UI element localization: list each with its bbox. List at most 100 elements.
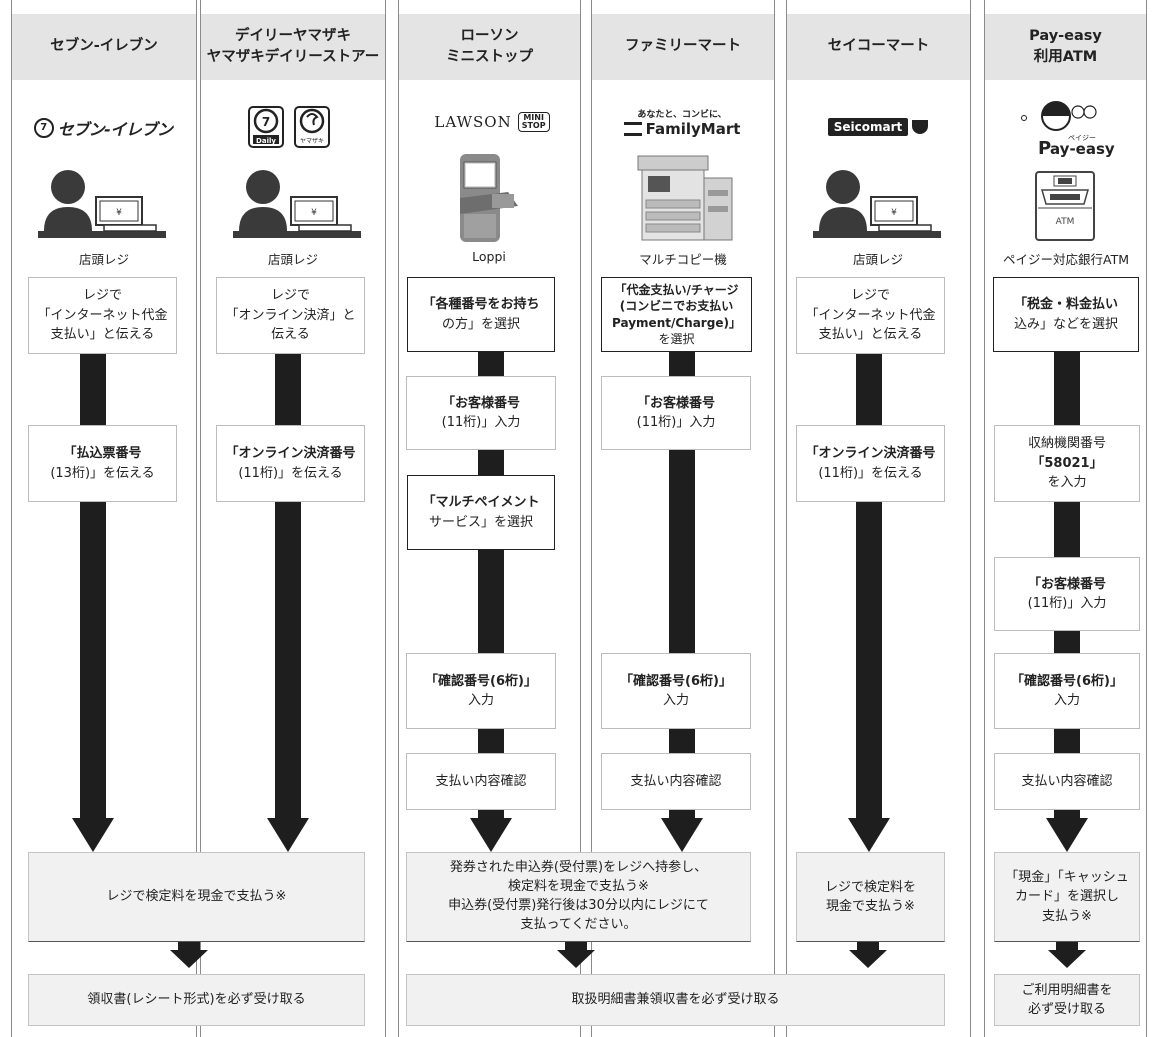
flow-arrowhead xyxy=(267,818,309,852)
column-divider xyxy=(398,0,399,1037)
icon-label-loppi: Loppi xyxy=(472,249,506,264)
step-payeasy-4: 「確認番号(6桁)」入力 xyxy=(994,653,1140,729)
step-payeasy-2: 収納機関番号「58021」を入力 xyxy=(994,425,1140,502)
pay-payeasy: 「現金」「キャッシュカード」を選択し支払う※ xyxy=(994,852,1140,942)
step-text: 支払い」と伝える xyxy=(50,327,155,343)
step-text: 「現金」「キャッシュ xyxy=(1005,869,1129,885)
seicomart-logo: Seicomart xyxy=(798,118,958,136)
icon-label-atm: ペイジー対応銀行ATM xyxy=(1002,252,1129,267)
step-text: 支払ってください。 xyxy=(520,916,637,932)
step-text: レジで xyxy=(850,288,890,304)
flow-arrowhead xyxy=(661,818,703,852)
step-text: 「お客様番号 xyxy=(636,395,715,411)
step-lawson-3: 「マルチペイメントサービス」を選択 xyxy=(407,475,555,550)
step-payeasy-1: 「税金・料金払い込み」などを選択 xyxy=(993,277,1139,352)
step-text: 「各種番号をお持ち xyxy=(422,297,540,312)
step-text: (11桁)」入力 xyxy=(1027,596,1107,611)
step-daily-1: レジで「オンライン決済」と伝える xyxy=(216,277,365,354)
icon-label-register: 店頭レジ xyxy=(78,252,129,267)
column-divider xyxy=(984,0,985,1037)
step-text: 支払い内容確認 xyxy=(630,773,722,789)
step-fm-5: 支払い内容確認 xyxy=(601,753,751,810)
step-seven-2: 「払込票番号(13桁)」を伝える xyxy=(28,425,177,502)
header-seicomart: セイコーマート xyxy=(787,14,970,80)
step-text: 「確認番号(6桁)」 xyxy=(1011,673,1123,689)
step-text: 「マルチペイメント xyxy=(422,495,540,510)
receipt-shared: 取扱明細書兼領収書を必ず受け取る xyxy=(406,974,945,1026)
header-lawson-ministop: ローソン ミニストップ xyxy=(399,14,580,80)
icon-label-register: 店頭レジ xyxy=(267,252,318,267)
daily-logo-text: Daily xyxy=(256,137,276,145)
step-text: 伝える xyxy=(271,327,310,343)
register-icon: ¥ xyxy=(38,170,166,238)
column-divider xyxy=(580,0,581,1037)
column-divider xyxy=(591,0,592,1037)
yen-sign: ¥ xyxy=(311,208,317,218)
familymart-logo-row: FamilyMart xyxy=(602,120,762,138)
step-text: 支払い」と伝える xyxy=(818,327,923,343)
step-text: カード」を選択し xyxy=(1014,889,1119,905)
header-seven-eleven: セブン-イレブン xyxy=(12,14,196,80)
flow-connector xyxy=(565,940,587,952)
step-lawson-2: 「お客様番号 (11桁)」入力 xyxy=(406,376,556,450)
lawson-ministop-logos: LAWSON MINI STOP xyxy=(412,112,572,132)
pay-seven-daily: レジで検定料を現金で支払う※ xyxy=(28,852,365,942)
ministop-logo-line1: MINI xyxy=(523,113,544,122)
step-text: 「確認番号(6桁)」 xyxy=(425,673,537,689)
header-daily-yamazaki: デイリーヤマザキ ヤマザキデイリーストアー xyxy=(201,14,385,80)
step-text: レジで検定料を xyxy=(824,879,916,895)
flow-arrowhead xyxy=(849,950,887,968)
familymart-stripe-icon xyxy=(623,122,642,136)
step-text: 収納機関番号 xyxy=(1027,436,1106,452)
seven-logo-text: セブン-イレブン xyxy=(57,120,173,139)
column-divider xyxy=(385,0,386,1037)
daily-yamazaki-logos: 7 Daily ヤマザキ xyxy=(243,105,343,149)
step-text: (11桁)」入力 xyxy=(441,415,521,430)
icon-label-register: 店頭レジ xyxy=(852,252,903,267)
step-text: 「オンライン決済番号 xyxy=(225,446,356,461)
step-text: 現金で支払う※ xyxy=(826,899,915,914)
seicomart-mark-icon xyxy=(912,120,929,134)
svg-text:P: P xyxy=(1038,138,1051,158)
step-text: (13桁)」を伝える xyxy=(50,465,155,481)
step-text: 取扱明細書兼領収書を必ず受け取る xyxy=(571,992,780,1008)
flow-arrowhead xyxy=(848,818,890,852)
step-text: 支払い内容確認 xyxy=(435,773,527,789)
step-fm-2: 「お客様番号 (11桁)」入力 xyxy=(601,376,751,450)
step-daily-2: 「オンライン決済番号(11桁)」を伝える xyxy=(216,425,365,502)
step-text: ご利用明細書を xyxy=(1021,982,1113,998)
register-icon: ¥ xyxy=(813,170,941,238)
step-text: (11桁)」入力 xyxy=(636,415,716,430)
flow-arrowhead xyxy=(170,950,208,968)
seven-logo-icon: 7 xyxy=(33,118,54,138)
yamazaki-logo-text: ヤマザキ xyxy=(300,138,324,145)
step-lawson-5: 支払い内容確認 xyxy=(406,753,556,810)
step-text: 「お客様番号 xyxy=(441,395,520,411)
step-text: 入力 xyxy=(662,693,689,708)
familymart-logo-text: FamilyMart xyxy=(645,120,741,138)
flow-arrowhead xyxy=(1046,818,1088,852)
step-text: サービス」を選択 xyxy=(428,514,533,530)
step-payeasy-5: 支払い内容確認 xyxy=(994,753,1140,810)
step-seico-1: レジで「インターネット代金支払い」と伝える xyxy=(796,277,945,354)
step-text: (コンビニでお支払い xyxy=(619,299,734,314)
step-text: を入力 xyxy=(1047,475,1087,491)
step-payeasy-3: 「お客様番号(11桁)」入力 xyxy=(994,557,1140,631)
yen-sign: ¥ xyxy=(116,208,122,218)
pay-lawson-fm: 発券された申込券(受付票)をレジへ持参し、検定料を現金で支払う※申込券(受付票)… xyxy=(406,852,751,942)
icon-label-copier: マルチコピー機 xyxy=(639,252,727,267)
bank-atm-icon: ATM xyxy=(1035,171,1095,241)
flow-connector xyxy=(178,940,200,952)
flow-arrowhead xyxy=(557,950,595,968)
step-seico-2: 「オンライン決済番号(11桁)」を伝える xyxy=(796,425,945,502)
column-divider xyxy=(196,0,197,1037)
pay-seico: レジで検定料を現金で支払う※ xyxy=(796,852,945,942)
step-text: レジで xyxy=(270,288,310,304)
flow-connector xyxy=(1056,940,1078,952)
step-text: 発券された申込券(受付票)をレジへ持参し、 xyxy=(449,860,708,876)
step-fm-4: 「確認番号(6桁)」入力 xyxy=(601,653,751,729)
familymart-logo: あなたと、コンビに、 FamilyMart xyxy=(602,107,762,138)
step-text: 入力 xyxy=(1053,693,1080,708)
payeasy-logo-icon: ペイジー ay-easy P xyxy=(1021,101,1115,159)
